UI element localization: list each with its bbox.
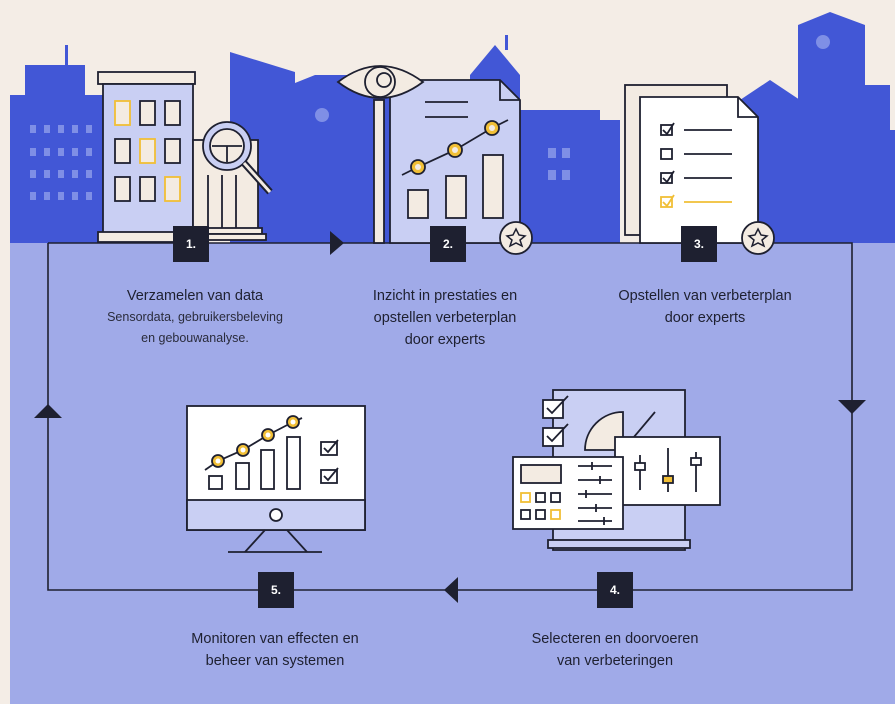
- step-3-badge: 3.: [681, 226, 717, 262]
- checklist-icon: [624, 84, 775, 255]
- monitor-chart-icon: [186, 405, 366, 553]
- panel-background: [10, 243, 895, 704]
- step-2-label: Inzicht in prestaties en opstellen verbe…: [330, 285, 560, 351]
- step-2-badge: 2.: [430, 226, 466, 262]
- step-5-badge: 5.: [258, 572, 294, 608]
- step-1-subtitle-line1: Sensordata, gebruikersbeleving: [107, 310, 283, 324]
- step-4-title-line2: van verbeteringen: [556, 653, 674, 669]
- control-panel-icon: [512, 389, 721, 551]
- step-3-title-line2: door experts: [664, 310, 746, 326]
- arrow-left-icon: [444, 577, 458, 603]
- step-1-subtitle-line2: en gebouwanalyse.: [141, 331, 249, 345]
- flow-loop: [47, 242, 853, 591]
- skyline-windows: [30, 35, 830, 200]
- step-1-label: Verzamelen van data Sensordata, gebruike…: [55, 285, 335, 349]
- step-1-title: Verzamelen van data: [126, 288, 264, 304]
- step-3-title-line1: Opstellen van verbeterplan: [618, 288, 792, 304]
- step-5-label: Monitoren van effecten en beheer van sys…: [145, 628, 405, 672]
- step-5-title-line1: Monitoren van effecten en: [191, 631, 359, 647]
- step-4-label: Selecteren en doorvoeren van verbetering…: [490, 628, 740, 672]
- step-4-title-line1: Selecteren en doorvoeren: [531, 631, 699, 647]
- arrow-up-icon: [34, 404, 62, 418]
- step-1-badge: 1.: [173, 226, 209, 262]
- step-5-title-line2: beheer van systemen: [205, 653, 345, 669]
- step-2-title-line2: opstellen verbeterplan: [373, 310, 517, 326]
- step-4-badge: 4.: [597, 572, 633, 608]
- arrow-right-icon: [330, 231, 344, 255]
- building-magnifier-icon: [97, 71, 273, 243]
- step-2-title-line3: door experts: [404, 332, 486, 348]
- report-eye-icon: [336, 65, 533, 255]
- step-3-label: Opstellen van verbeterplan door experts: [580, 285, 830, 329]
- step-2-title-line1: Inzicht in prestaties en: [372, 288, 518, 304]
- arrow-down-icon: [838, 400, 866, 414]
